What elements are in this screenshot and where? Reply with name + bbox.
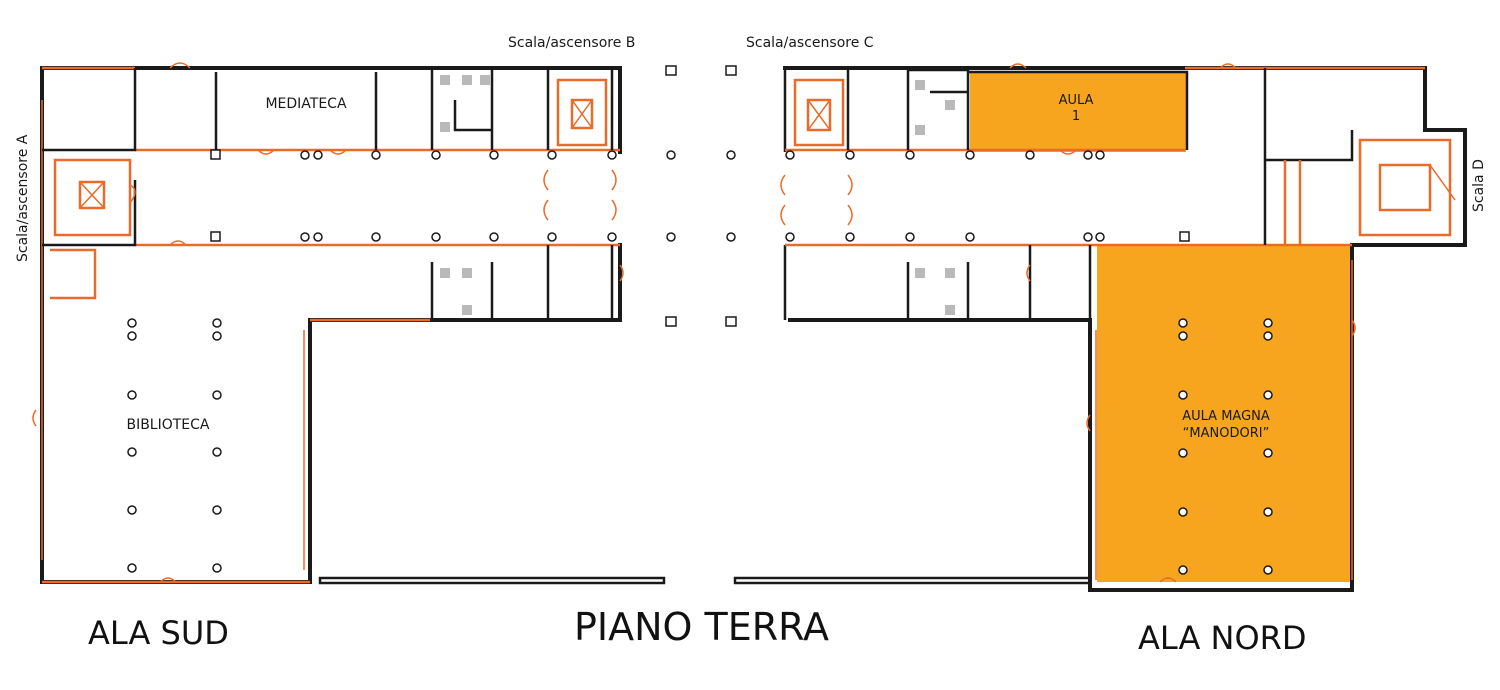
room-aula-1-line2[interactable]: 1: [1072, 109, 1080, 124]
stair-a-label: Scala/ascensore A: [15, 134, 31, 262]
stair-c-label: Scala/ascensore C: [746, 35, 874, 51]
columns: [127, 65, 1273, 575]
walkway-north: [733, 576, 1092, 585]
south-wing: [32, 62, 624, 584]
wing-north-label: ALA NORD: [1138, 619, 1307, 657]
room-mediateca[interactable]: MEDIATECA: [265, 96, 346, 112]
floor-title: PIANO TERRA: [574, 605, 829, 649]
north-wing: [780, 63, 1467, 592]
room-biblioteca[interactable]: BIBLIOTECA: [126, 417, 209, 433]
stair-b-label: Scala/ascensore B: [508, 35, 635, 51]
aula-magna-highlight[interactable]: [1097, 246, 1352, 582]
room-aula-magna-line1[interactable]: AULA MAGNA: [1182, 409, 1270, 424]
room-aula-magna-line2[interactable]: “MANODORI”: [1183, 426, 1270, 441]
room-aula-1-line1[interactable]: AULA: [1059, 93, 1094, 108]
wing-south-label: ALA SUD: [88, 614, 229, 652]
aula-1-highlight[interactable]: [970, 72, 1186, 152]
walkway-south: [318, 576, 666, 585]
stair-d-label: Scala D: [1471, 159, 1487, 212]
